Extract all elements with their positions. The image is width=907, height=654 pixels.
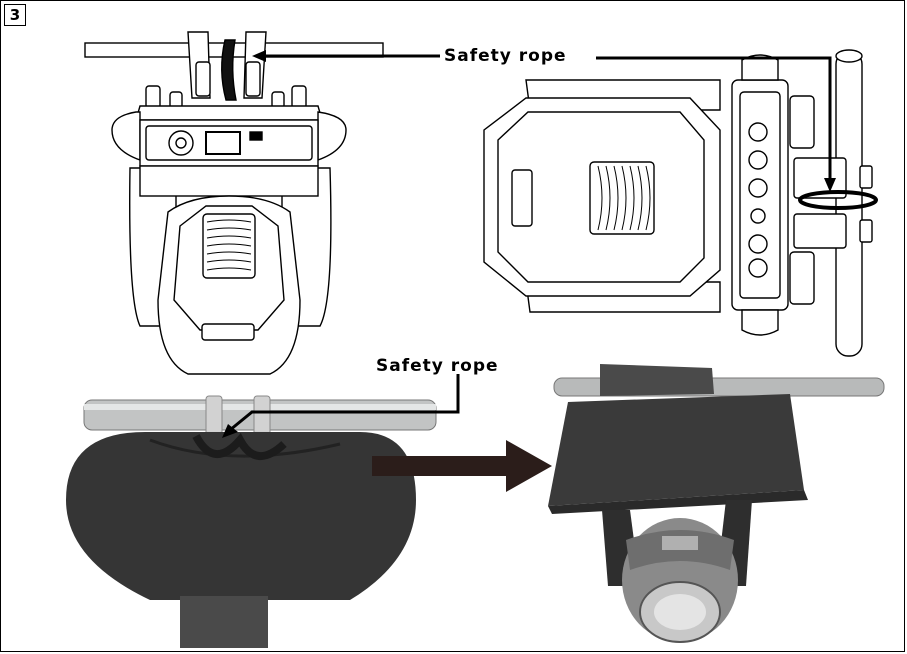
step-number-badge: 3 bbox=[4, 4, 26, 26]
leader-line-right bbox=[596, 56, 832, 182]
leader-lines-top bbox=[252, 50, 836, 192]
leader-line-bottom bbox=[222, 374, 460, 438]
dust-cover-left bbox=[66, 431, 416, 600]
safety-rope-label-top: Safety rope bbox=[444, 46, 567, 66]
dust-cover-right bbox=[548, 394, 804, 506]
fixture-side-view bbox=[483, 49, 878, 357]
truss-pipe-vertical bbox=[835, 51, 863, 357]
safety-rope-front bbox=[221, 39, 237, 101]
display-screen bbox=[205, 131, 241, 155]
transition-arrow bbox=[372, 440, 552, 492]
safety-rope-side bbox=[798, 190, 878, 210]
side-handle-right bbox=[317, 111, 347, 161]
covered-fixture-left bbox=[66, 395, 437, 648]
fixture-front-view bbox=[84, 31, 384, 375]
clamp-upper bbox=[793, 157, 847, 199]
clamp-lower bbox=[793, 213, 847, 249]
side-handle-left bbox=[111, 111, 141, 161]
covered-fixture-right bbox=[548, 364, 885, 643]
safety-rope-label-bottom: Safety rope bbox=[376, 356, 499, 376]
